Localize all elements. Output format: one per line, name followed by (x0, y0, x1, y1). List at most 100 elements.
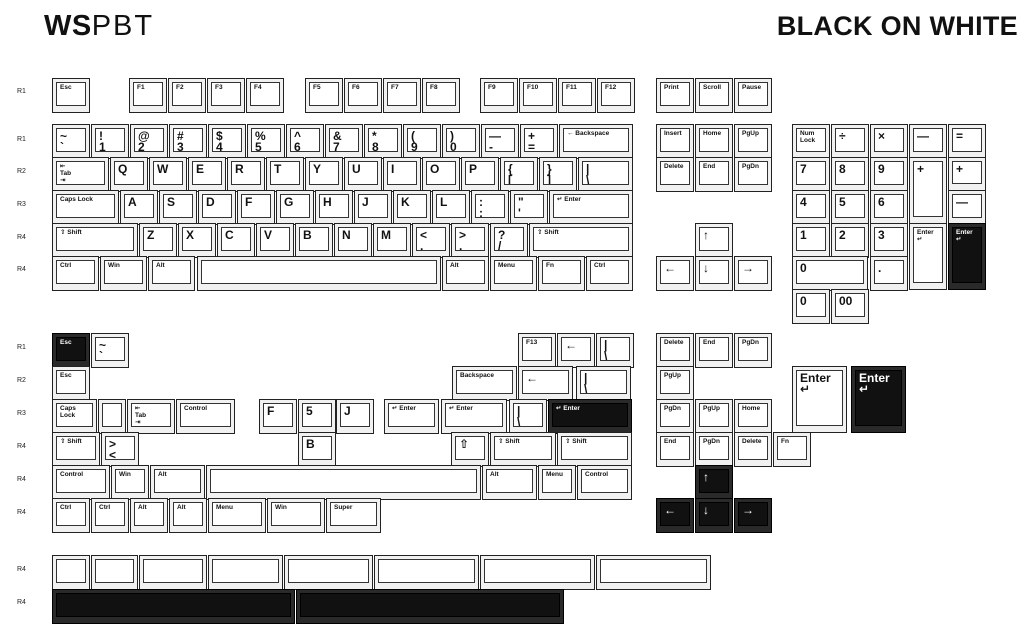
keycap[interactable]: ⇧ (451, 432, 489, 467)
keycap[interactable]: 1 (792, 223, 830, 258)
keycap[interactable]: " ' (510, 190, 548, 225)
keycap[interactable]: → (734, 256, 772, 291)
keycap[interactable]: Enter ↵ (851, 366, 906, 433)
keycap[interactable]: F7 (383, 78, 421, 113)
keycap[interactable]: ← (557, 333, 595, 368)
keycap[interactable]: X (178, 223, 216, 258)
keycap[interactable]: L (432, 190, 470, 225)
keycap[interactable]: W (149, 157, 187, 192)
keycap[interactable]: Delete (734, 432, 772, 467)
keycap[interactable] (52, 555, 90, 590)
keycap[interactable]: Alt (150, 465, 205, 500)
keycap[interactable]: End (656, 432, 694, 467)
keycap[interactable]: T (266, 157, 304, 192)
keycap[interactable]: = (948, 124, 986, 159)
keycap[interactable]: ⇧ Shift (529, 223, 633, 258)
keycap[interactable]: Esc (52, 333, 90, 368)
keycap[interactable]: % 5 (247, 124, 285, 159)
keycap[interactable]: Fn (538, 256, 585, 291)
keycap[interactable]: Esc (52, 366, 90, 401)
keycap[interactable]: J (354, 190, 392, 225)
keycap[interactable]: End (695, 157, 733, 192)
keycap[interactable]: $ 4 (208, 124, 246, 159)
keycap[interactable]: 4 (792, 190, 830, 225)
keycap[interactable]: 8 (831, 157, 869, 192)
keycap[interactable]: — (909, 124, 947, 159)
keycap[interactable]: : ; (471, 190, 509, 225)
keycap[interactable]: 00 (831, 289, 869, 324)
keycap[interactable]: Super (326, 498, 381, 533)
keycap[interactable]: Caps Lock (52, 190, 119, 225)
keycap[interactable]: ↑ (695, 465, 733, 500)
keycap[interactable]: Alt (148, 256, 195, 291)
keycap[interactable]: 0 (792, 256, 868, 291)
keycap[interactable]: — - (481, 124, 519, 159)
keycap[interactable]: 5 (831, 190, 869, 225)
keycap[interactable]: → (734, 498, 772, 533)
keycap[interactable]: ! 1 (91, 124, 129, 159)
keycap[interactable]: ) 0 (442, 124, 480, 159)
keycap[interactable]: Alt (130, 498, 168, 533)
keycap[interactable]: PgUp (695, 399, 733, 434)
keycap[interactable]: > < (101, 432, 139, 467)
keycap[interactable]: F8 (422, 78, 460, 113)
keycap[interactable]: R (227, 157, 265, 192)
keycap[interactable]: . (870, 256, 908, 291)
keycap[interactable]: 7 (792, 157, 830, 192)
keycap[interactable]: * 8 (364, 124, 402, 159)
keycap[interactable]: Ctrl (52, 498, 90, 533)
keycap[interactable]: Menu (490, 256, 537, 291)
keycap[interactable]: | \ (578, 157, 633, 192)
keycap[interactable]: ( 9 (403, 124, 441, 159)
keycap[interactable]: N (334, 223, 372, 258)
keycap[interactable] (284, 555, 373, 590)
keycap[interactable]: Delete (656, 157, 694, 192)
keycap[interactable]: + = (520, 124, 558, 159)
keycap[interactable]: ↵ Enter (549, 190, 633, 225)
keycap[interactable]: 6 (870, 190, 908, 225)
keycap[interactable]: F9 (480, 78, 518, 113)
keycap[interactable]: Alt (442, 256, 489, 291)
keycap[interactable] (208, 555, 283, 590)
keycap[interactable]: PgUp (656, 366, 694, 401)
keycap[interactable]: Win (267, 498, 325, 533)
keycap[interactable]: Ctrl (91, 498, 129, 533)
keycap[interactable] (91, 555, 138, 590)
keycap[interactable] (52, 589, 295, 624)
keycap[interactable]: ↵ Enter (384, 399, 439, 434)
keycap[interactable]: ~ ` (91, 333, 129, 368)
keycap[interactable]: End (695, 333, 733, 368)
keycap[interactable]: ← (656, 498, 694, 533)
keycap[interactable]: J (336, 399, 374, 434)
keycap[interactable]: O (422, 157, 460, 192)
keycap[interactable]: # 3 (169, 124, 207, 159)
keycap[interactable]: ⇧ Shift (52, 432, 100, 467)
keycap[interactable]: Caps Lock (52, 399, 97, 434)
keycap[interactable]: V (256, 223, 294, 258)
keycap[interactable]: Ctrl (52, 256, 99, 291)
keycap[interactable]: Insert (656, 124, 694, 159)
keycap[interactable]: F1 (129, 78, 167, 113)
keycap[interactable] (139, 555, 207, 590)
keycap[interactable]: I (383, 157, 421, 192)
keycap[interactable]: 2 (831, 223, 869, 258)
keycap[interactable]: } ] (539, 157, 577, 192)
keycap[interactable] (98, 399, 126, 434)
keycap[interactable]: Win (100, 256, 147, 291)
keycap[interactable]: ← Backspace (559, 124, 633, 159)
keycap[interactable]: ⇧ Shift (52, 223, 138, 258)
keycap[interactable]: ⇤ Tab ⇥ (127, 399, 175, 434)
keycap[interactable] (296, 589, 564, 624)
keycap[interactable]: ⇧ Shift (557, 432, 632, 467)
keycap[interactable]: { [ (500, 157, 538, 192)
keycap[interactable]: Esc (52, 78, 90, 113)
keycap[interactable]: F2 (168, 78, 206, 113)
keycap[interactable]: PgUp (734, 124, 772, 159)
keycap[interactable]: | \ (509, 399, 547, 434)
keycap[interactable]: + (948, 157, 986, 191)
keycap[interactable]: ↓ (695, 256, 733, 291)
keycap[interactable]: Control (577, 465, 632, 500)
keycap[interactable]: F6 (344, 78, 382, 113)
keycap[interactable]: PgDn (734, 333, 772, 368)
keycap[interactable]: ÷ (831, 124, 869, 159)
